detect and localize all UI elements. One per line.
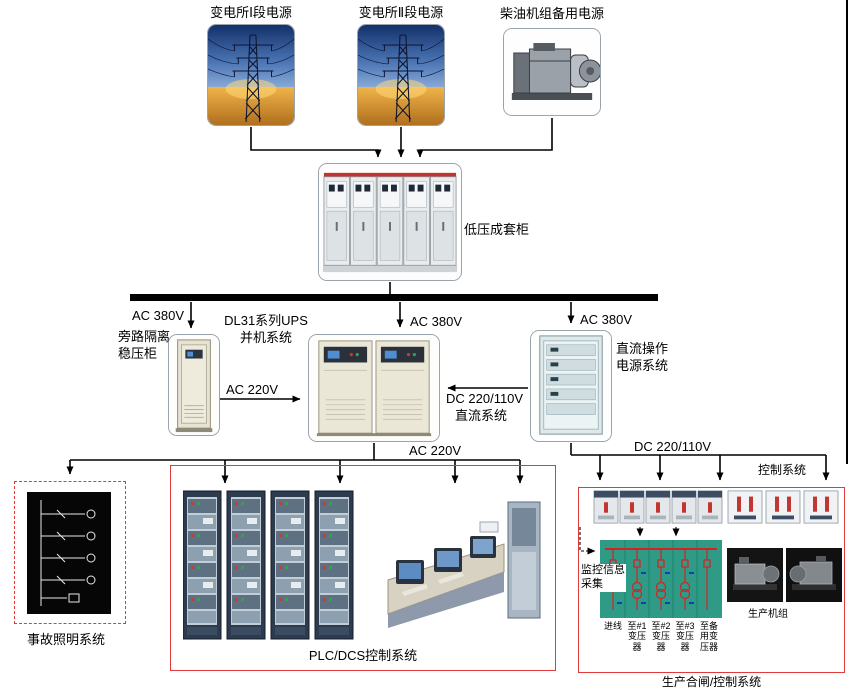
production-caption: 生产合闸/控制系统 [661,675,762,689]
plc-caption: PLC/DCS控制系统 [308,648,418,663]
substation-photo-1 [207,24,295,126]
source-label-1: 变电所Ⅰ段电源 [210,5,292,20]
feeder-label-4: 至备用变压器 [699,621,718,652]
diesel-generator-photo [503,28,601,116]
production-unit-photo-1 [727,548,783,602]
source-label-2: 变电所Ⅱ段电源 [358,5,444,20]
production-unit-photo-2 [786,548,842,602]
dc220-to-ups-label: DC 220/110V 直流系统 [446,391,524,423]
ac220-bypass-label: AC 220V [226,382,279,397]
production-box [578,487,845,673]
feeder-panels-photo [592,489,842,525]
bypass-name-label: 旁路隔离 稳压柜 [118,329,171,361]
oneline-panel-image [600,540,722,618]
feeder-label-1: 至#1变压器 [627,621,647,652]
ups-name-label: DL31系列UPS 并机系统 [224,313,308,345]
bypass-cabinet-photo [168,334,220,436]
dc-cabinet-photo [530,330,612,442]
emergency-lighting-box [14,481,126,624]
control-console-photo [384,500,544,628]
emergency-circuit-image [27,492,111,614]
lv-cabinet-label: 低压成套柜 [464,222,530,237]
monitor-info-label: 监控信息 采集 [580,564,626,592]
source-label-3: 柴油机组备用电源 [499,6,604,21]
plc-box [170,465,556,671]
emergency-caption: 事故照明系统 [27,632,106,647]
dc220-output-label: DC 220/110V [634,439,712,454]
ac220-ups-output-label: AC 220V [409,443,462,458]
main-bus-bar [130,294,658,301]
lv-switchgear-photo [318,163,462,281]
substation-photo-2 [357,24,445,126]
ac380-label-left: AC 380V [132,308,185,323]
ac380-label-mid: AC 380V [410,314,463,329]
plc-cabinets-photo [183,490,355,640]
feeder-label-3: 至#3变压器 [675,621,695,652]
feeder-label-2: 至#2变压器 [651,621,671,652]
dc-system-name-label: 直流操作 电源系统 [616,341,669,373]
page-edge-line [846,0,848,464]
feeder-label-0: 进线 [603,621,622,631]
ac380-label-right: AC 380V [580,312,633,327]
control-system-label: 控制系统 [758,463,807,477]
ups-cabinets-photo [308,334,440,442]
units-label: 生产机组 [748,609,788,620]
